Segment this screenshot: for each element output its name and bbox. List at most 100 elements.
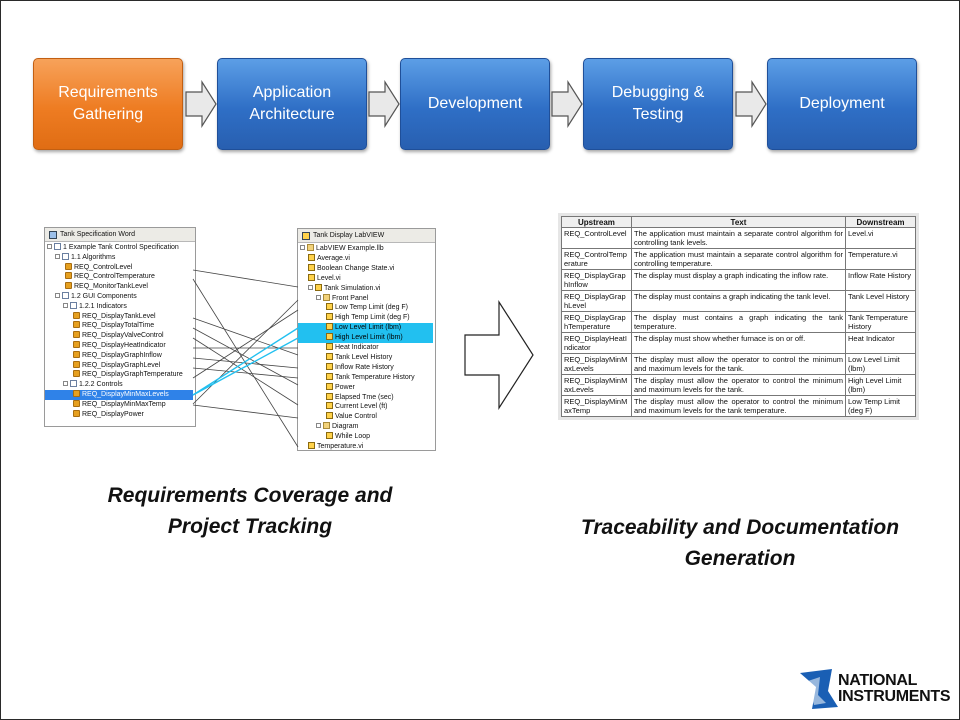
tree-item[interactable]: Tank Temperature History bbox=[326, 372, 415, 383]
tree-item[interactable]: REQ_DisplayTotalTime bbox=[73, 321, 154, 331]
expand-toggle-icon[interactable] bbox=[316, 294, 321, 300]
tree-item-label: REQ_ControlLevel bbox=[74, 263, 133, 271]
column-header: Upstream bbox=[561, 216, 632, 228]
tree-item[interactable]: 1.2.1 Indicators bbox=[63, 301, 127, 312]
tree-item-label: Temperature.vi bbox=[317, 443, 364, 450]
requirement-icon bbox=[73, 331, 80, 339]
tree-item[interactable]: LabVIEW Example.llb bbox=[300, 244, 384, 254]
tree-item[interactable]: Diagram bbox=[316, 422, 358, 432]
tree-item[interactable]: 1 Example Tank Control Specification bbox=[47, 243, 179, 253]
tree-item-label: Elapsed Tme (sec) bbox=[335, 393, 394, 401]
expand-toggle-icon[interactable] bbox=[55, 253, 60, 259]
tree-item[interactable]: REQ_DisplayPower bbox=[73, 409, 144, 420]
tree-item[interactable]: Heat Indicator bbox=[326, 343, 379, 353]
vi-file-icon bbox=[326, 343, 333, 350]
tree-item[interactable]: Elapsed Tme (sec) bbox=[326, 392, 394, 403]
step-deployment[interactable]: Deployment bbox=[767, 58, 917, 150]
tree-item[interactable]: REQ_DisplayMinMaxTemp bbox=[73, 399, 166, 410]
downstream-cell: Tank Level History bbox=[845, 290, 916, 312]
tree-item-label: REQ_DisplayPower bbox=[82, 410, 144, 418]
tree-item[interactable]: High Temp Limit (deg F) bbox=[326, 313, 410, 323]
tree-item-label: Diagram bbox=[332, 423, 359, 431]
step-requirements-gathering[interactable]: Requirements Gathering bbox=[33, 58, 183, 150]
vi-file-icon bbox=[326, 352, 333, 360]
panel-title: Tank Specification Word bbox=[60, 231, 135, 238]
tree-item[interactable]: REQ_DisplayGraphTemperature bbox=[73, 370, 183, 380]
requirement-icon bbox=[65, 282, 72, 290]
expand-toggle-icon[interactable] bbox=[63, 381, 68, 387]
tree-item[interactable]: Current Level (ft) bbox=[326, 402, 388, 412]
step-label: Development bbox=[427, 94, 523, 112]
vi-file-icon bbox=[326, 333, 333, 341]
vi-file-icon bbox=[326, 382, 333, 390]
step-development[interactable]: Development bbox=[400, 58, 550, 150]
vi-file-icon bbox=[326, 412, 333, 420]
tree-item[interactable]: REQ_DisplayMinMaxLevels bbox=[45, 390, 193, 400]
tree-item[interactable]: REQ_MonitorTankLevel bbox=[65, 282, 148, 292]
tree-item[interactable]: REQ_DisplayGraphInflow bbox=[73, 350, 162, 361]
step-label: Debugging & Testing bbox=[611, 83, 705, 123]
downstream-cell: Low Level Limit (lbm) bbox=[845, 353, 916, 375]
process-arrow-icon bbox=[551, 80, 583, 128]
tree-item[interactable]: Tank Level History bbox=[326, 352, 393, 363]
expand-toggle-icon[interactable] bbox=[63, 302, 68, 308]
expand-toggle-icon[interactable] bbox=[308, 284, 313, 290]
tree-item[interactable]: Inflow Rate History bbox=[326, 362, 394, 373]
document-section-icon bbox=[62, 292, 69, 299]
tree-item[interactable]: Temperature.vi bbox=[308, 442, 363, 452]
vi-file-icon bbox=[326, 313, 333, 321]
transition-arrow-icon bbox=[464, 300, 534, 410]
logo-wordmark: NATIONAL INSTRUMENTS bbox=[838, 673, 951, 705]
tree-item[interactable]: Boolean Change State.vi bbox=[308, 263, 394, 274]
expand-toggle-icon[interactable] bbox=[300, 245, 305, 250]
tree-item[interactable]: REQ_DisplayValveControl bbox=[73, 331, 164, 341]
upstream-cell: REQ_DisplayGraphLevel bbox=[561, 290, 632, 312]
labview-icon bbox=[302, 231, 310, 240]
expand-toggle-icon[interactable] bbox=[47, 244, 52, 249]
step-label: Deployment bbox=[799, 94, 885, 112]
tree-item-label: REQ_DisplayGraphLevel bbox=[82, 361, 161, 369]
document-section-icon bbox=[70, 301, 77, 309]
upstream-cell: REQ_DisplayMinMaxTemp bbox=[561, 395, 632, 417]
tree-item-label: While Loop bbox=[335, 433, 371, 441]
tree-item-label: REQ_ControlTemperature bbox=[74, 273, 155, 281]
tree-item[interactable]: Average.vi bbox=[308, 253, 350, 264]
step-application-architecture[interactable]: Application Architecture bbox=[217, 58, 367, 150]
column-header: Downstream bbox=[845, 216, 916, 228]
tree-item[interactable]: REQ_DisplayTankLevel bbox=[73, 311, 156, 322]
tree-item[interactable]: REQ_DisplayGraphLevel bbox=[73, 360, 161, 371]
tree-item[interactable]: REQ_ControlLevel bbox=[65, 262, 133, 273]
caption-requirements-coverage: Requirements Coverage and Project Tracki… bbox=[107, 484, 393, 538]
tree-item[interactable]: Level.vi bbox=[308, 273, 341, 284]
document-section-icon bbox=[62, 252, 69, 260]
expand-toggle-icon[interactable] bbox=[55, 293, 60, 298]
tree-item[interactable]: Value Control bbox=[326, 412, 377, 422]
tree-item[interactable]: 1.2.2 Controls bbox=[63, 380, 123, 390]
upstream-cell: REQ_ControlLevel bbox=[561, 227, 632, 249]
tree-item[interactable]: Low Temp Limit (deg F) bbox=[326, 303, 408, 313]
tree-item[interactable]: Front Panel bbox=[316, 293, 368, 304]
vi-file-icon bbox=[326, 402, 333, 410]
downstream-cell: Temperature.vi bbox=[845, 248, 916, 270]
tree-item[interactable]: REQ_DisplayHeatIndicator bbox=[73, 341, 166, 351]
step-debugging-testing[interactable]: Debugging & Testing bbox=[583, 58, 733, 150]
tree-item[interactable]: High Level Limit (lbm) bbox=[298, 333, 433, 344]
tree-item[interactable]: 1.1 Algorithms bbox=[55, 252, 115, 263]
document-section-icon bbox=[70, 380, 77, 388]
requirement-icon bbox=[65, 262, 72, 270]
tree-item[interactable]: Tank Simulation.vi bbox=[308, 283, 380, 294]
folder-icon bbox=[323, 422, 330, 430]
tree-item-label: Tank Level History bbox=[335, 353, 393, 361]
vi-file-icon bbox=[315, 283, 322, 291]
downstream-cell: Inflow Rate History bbox=[845, 269, 916, 291]
expand-toggle-icon[interactable] bbox=[316, 423, 321, 429]
tree-item[interactable]: REQ_ControlTemperature bbox=[65, 272, 155, 282]
tree-item[interactable]: Low Level Limit (lbm) bbox=[298, 323, 433, 334]
tree-item[interactable]: While Loop bbox=[326, 432, 370, 442]
tree-item-label: Inflow Rate History bbox=[335, 363, 394, 371]
tree-item[interactable]: 1.2 GUI Components bbox=[55, 292, 137, 302]
tree-item-label: 1.2.2 Controls bbox=[79, 381, 123, 389]
tree-item[interactable]: Power bbox=[326, 382, 355, 393]
